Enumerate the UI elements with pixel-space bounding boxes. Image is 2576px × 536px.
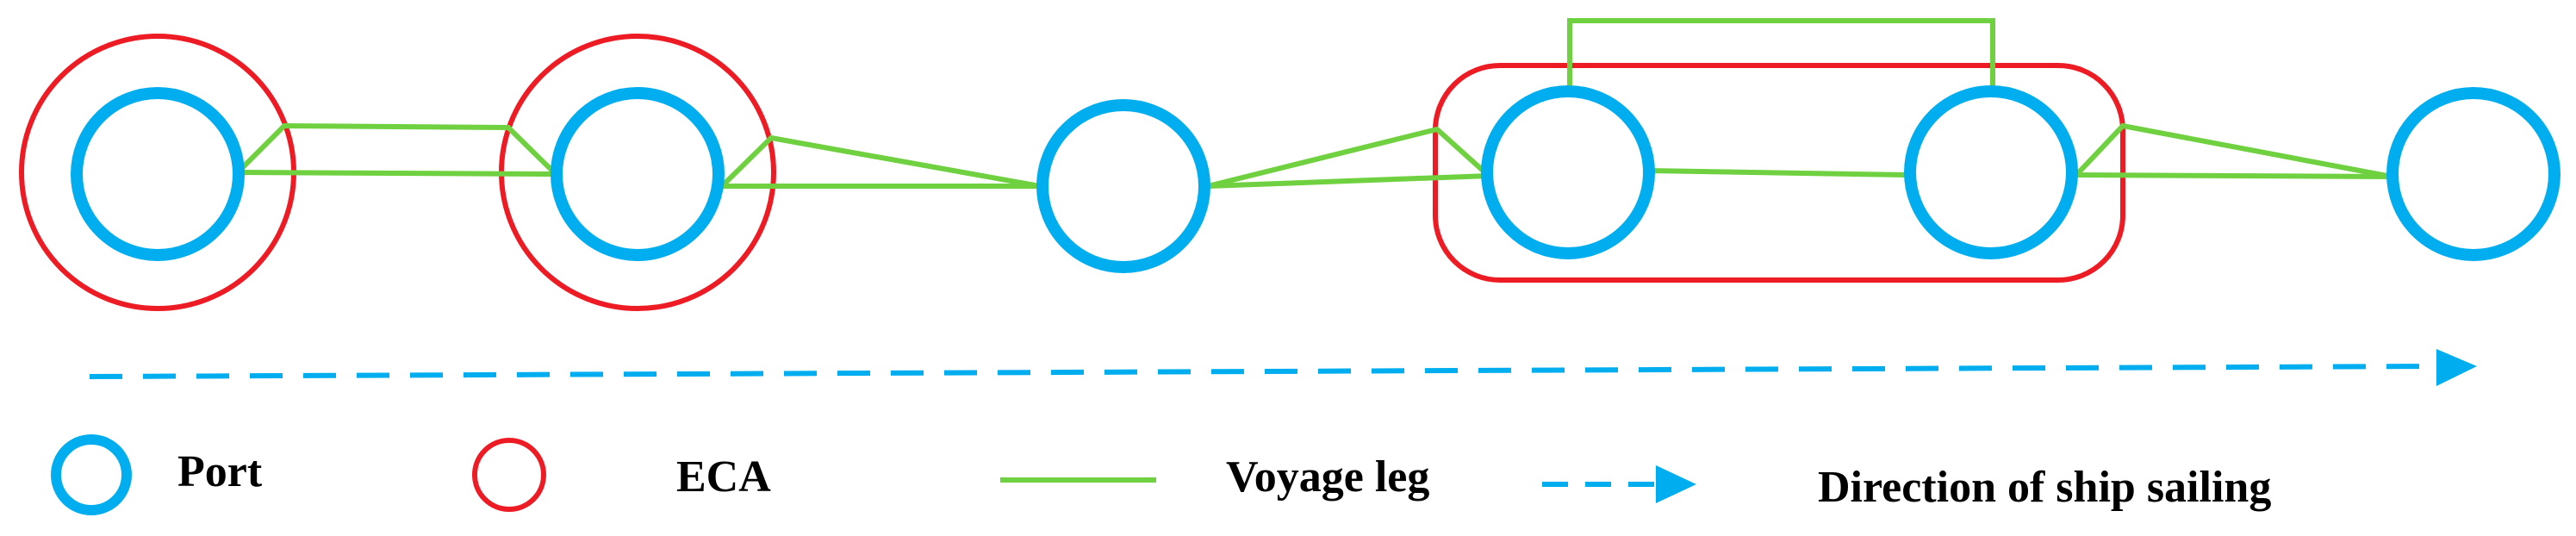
voyage-legs bbox=[235, 18, 2392, 189]
voyage-leg-1-lower bbox=[237, 170, 557, 177]
ports bbox=[71, 85, 2560, 273]
voyage-leg-1-upper bbox=[235, 122, 558, 177]
voyage-leg-4-middle bbox=[1648, 168, 1907, 178]
legend-voyage-leg-label: Voyage leg bbox=[1226, 452, 1429, 502]
port-2 bbox=[551, 87, 725, 261]
direction-dashed-line bbox=[89, 364, 2441, 379]
voyage-leg-3-lower bbox=[1207, 173, 1490, 189]
port-4 bbox=[1481, 85, 1655, 259]
legend-eca-label: ECA bbox=[676, 452, 771, 502]
voyage-leg-2-upper bbox=[719, 134, 1041, 189]
legend-direction-icon-arrowhead bbox=[1656, 465, 1696, 503]
legend-port-label: Port bbox=[177, 447, 263, 496]
voyage-leg-5-lower bbox=[2075, 172, 2392, 179]
legend-port-icon bbox=[51, 434, 132, 515]
voyage-leg-5-upper bbox=[2074, 122, 2392, 179]
sailing-direction-arrow bbox=[89, 349, 2477, 386]
voyage-leg-4-bridge bbox=[1567, 18, 1995, 91]
voyage-leg-3-upper bbox=[1207, 126, 1491, 189]
port-1 bbox=[71, 87, 245, 261]
legend-direction-label: Direction of ship sailing bbox=[1818, 463, 2271, 512]
port-6 bbox=[2386, 87, 2560, 261]
port-5 bbox=[1904, 85, 2078, 259]
legend-eca-icon bbox=[472, 438, 546, 512]
direction-arrowhead bbox=[2436, 349, 2477, 386]
legend: Port ECA Voyage leg Direction of ship sa… bbox=[51, 434, 2271, 515]
port-3 bbox=[1036, 99, 1210, 273]
